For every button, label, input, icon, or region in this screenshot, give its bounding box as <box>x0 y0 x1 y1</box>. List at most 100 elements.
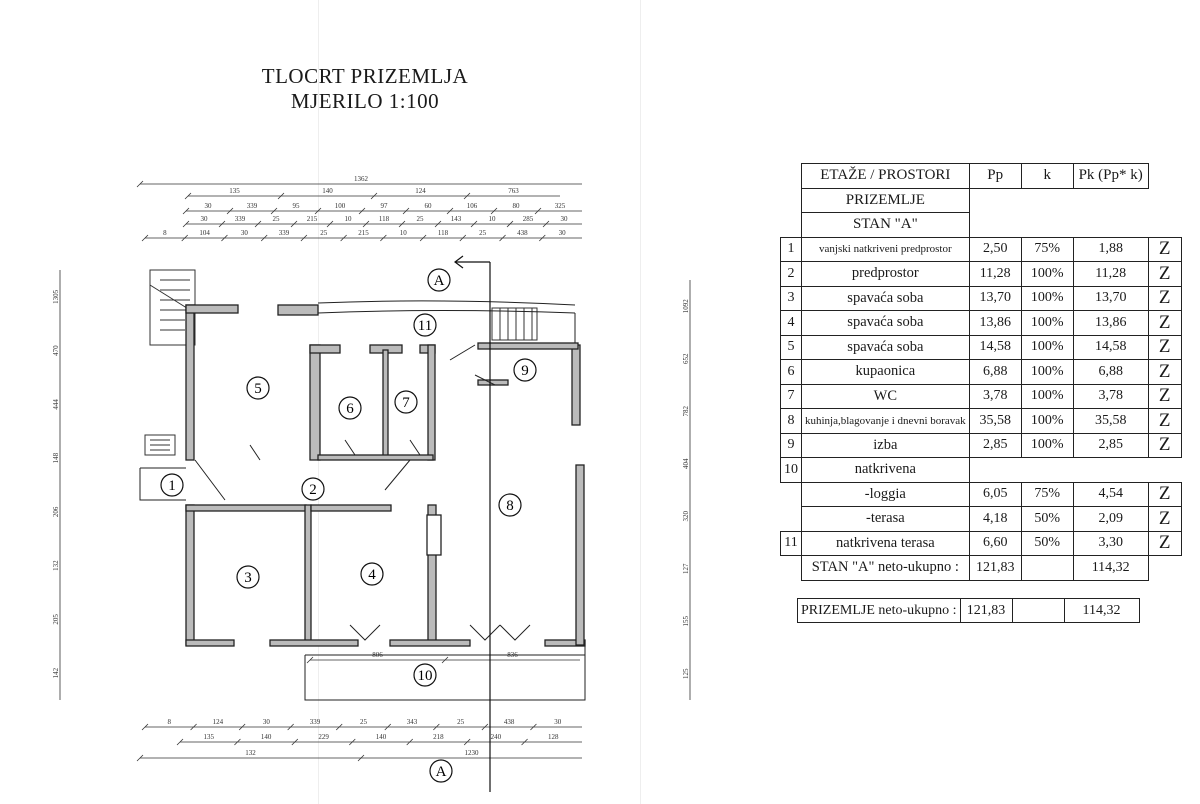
area-pp: 13,86 <box>968 310 1022 336</box>
dimension-label: 30 <box>241 229 249 237</box>
empty-cell <box>781 188 802 213</box>
dimension-tick <box>398 220 406 228</box>
dimension-tick <box>434 220 442 228</box>
dimension-label: 8 <box>168 718 172 726</box>
dimension-label: 782 <box>682 406 690 417</box>
empty-cell <box>969 213 1021 238</box>
room-number: 5 <box>254 381 262 397</box>
room-number-circle <box>427 268 451 292</box>
header-pp: Pp <box>968 163 1022 189</box>
empty-cell <box>1073 213 1148 238</box>
dimension-label: 30 <box>205 202 213 210</box>
dimension-tick <box>254 220 262 228</box>
dimension-label: 25 <box>320 229 328 237</box>
drawing-title: TLOCRT PRIZEMLJA MJERILO 1:100 <box>200 64 530 114</box>
z-mark: Z <box>1147 310 1182 336</box>
dimension-tick <box>326 220 334 228</box>
dimension-tick <box>277 192 285 200</box>
dimension-label: 10 <box>345 215 353 223</box>
room-number-circle <box>413 313 437 337</box>
room-name: natkrivena terasa <box>801 530 970 556</box>
room-7-label: 7 <box>394 390 418 414</box>
dimension-tick <box>141 723 149 731</box>
row-number: 4 <box>780 310 802 336</box>
z-mark: Z <box>1147 530 1182 556</box>
empty-cell <box>969 188 1021 213</box>
area-pk <box>1073 458 1148 483</box>
dimension-label: 155 <box>682 616 690 627</box>
dimension-label: 97 <box>381 202 389 210</box>
dimension-label: 763 <box>508 187 519 195</box>
dimension-label: 124 <box>415 187 426 195</box>
coefficient-k: 100% <box>1020 432 1074 458</box>
room-11-label: 11 <box>413 313 437 337</box>
dimension-label: 218 <box>433 733 444 741</box>
section-line <box>454 255 491 792</box>
dimension-label: 100 <box>335 202 346 210</box>
room-4-label: 4 <box>360 562 384 586</box>
room-number: 2 <box>309 482 317 498</box>
dimension-label: 10 <box>400 229 408 237</box>
area-pk: 4,54 <box>1072 481 1149 507</box>
row-number: 2 <box>780 261 802 287</box>
room-number-circle <box>429 759 453 783</box>
room-3-label: 3 <box>236 565 260 589</box>
dimension-label: 215 <box>358 229 369 237</box>
z-mark: Z <box>1147 359 1182 385</box>
floor-total-pp: 121,83 <box>959 598 1013 623</box>
floor-total-label: PRIZEMLJE neto-ukupno : <box>797 598 961 623</box>
dimension-label: 1305 <box>52 289 60 304</box>
coefficient-k: 100% <box>1020 383 1074 409</box>
dimension-label: 438 <box>517 229 528 237</box>
dimension-label: 30 <box>201 215 209 223</box>
dimension-label: 148 <box>52 452 60 463</box>
dimension-label: 320 <box>682 511 690 522</box>
room-9-label: 9 <box>513 358 537 382</box>
room-number-circle <box>236 565 260 589</box>
dimension-tick <box>542 220 550 228</box>
floor-total-table: PRIZEMLJE neto-ukupno : 121,83 114,32 <box>797 598 1140 623</box>
dimension-tick <box>218 220 226 228</box>
area-pk: 35,58 <box>1072 408 1149 434</box>
unit-name: STAN "A" <box>801 212 970 238</box>
dimension-tick <box>287 723 294 731</box>
dimension-label: 25 <box>457 718 465 726</box>
dimension-tick <box>538 234 546 242</box>
dimension-label: 10 <box>489 215 497 223</box>
room-10-label: 10 <box>413 663 437 687</box>
dimension-label: 285 <box>523 215 534 223</box>
room-name: WC <box>801 383 970 409</box>
dimension-tick <box>314 207 322 215</box>
dimension-tick <box>402 207 410 215</box>
z-mark: Z <box>1147 408 1182 434</box>
dimension-label: 339 <box>310 718 321 726</box>
room-number-circle <box>338 396 362 420</box>
unit-total-pk: 114,32 <box>1072 555 1149 581</box>
empty-cell <box>1148 188 1181 213</box>
dimension-label: 135 <box>229 187 240 195</box>
room-number-circle <box>246 376 270 400</box>
dimension-tick <box>459 234 467 242</box>
dimension-tick <box>340 234 347 242</box>
coefficient-k: 100% <box>1020 285 1074 311</box>
coefficient-k <box>1021 458 1073 483</box>
staircase <box>491 307 538 341</box>
dimension-tick <box>499 234 506 242</box>
z-mark: Z <box>1147 261 1182 287</box>
area-pk: 3,30 <box>1072 530 1149 556</box>
area-pk: 11,28 <box>1072 261 1149 287</box>
wall-outlines <box>139 300 586 701</box>
room-number-circle <box>301 477 325 501</box>
room-2-label: 2 <box>301 477 325 501</box>
dimension-label: 25 <box>417 215 425 223</box>
row-number: 1 <box>780 236 802 262</box>
dimension-label: 25 <box>273 215 281 223</box>
room-number-circle <box>360 562 384 586</box>
